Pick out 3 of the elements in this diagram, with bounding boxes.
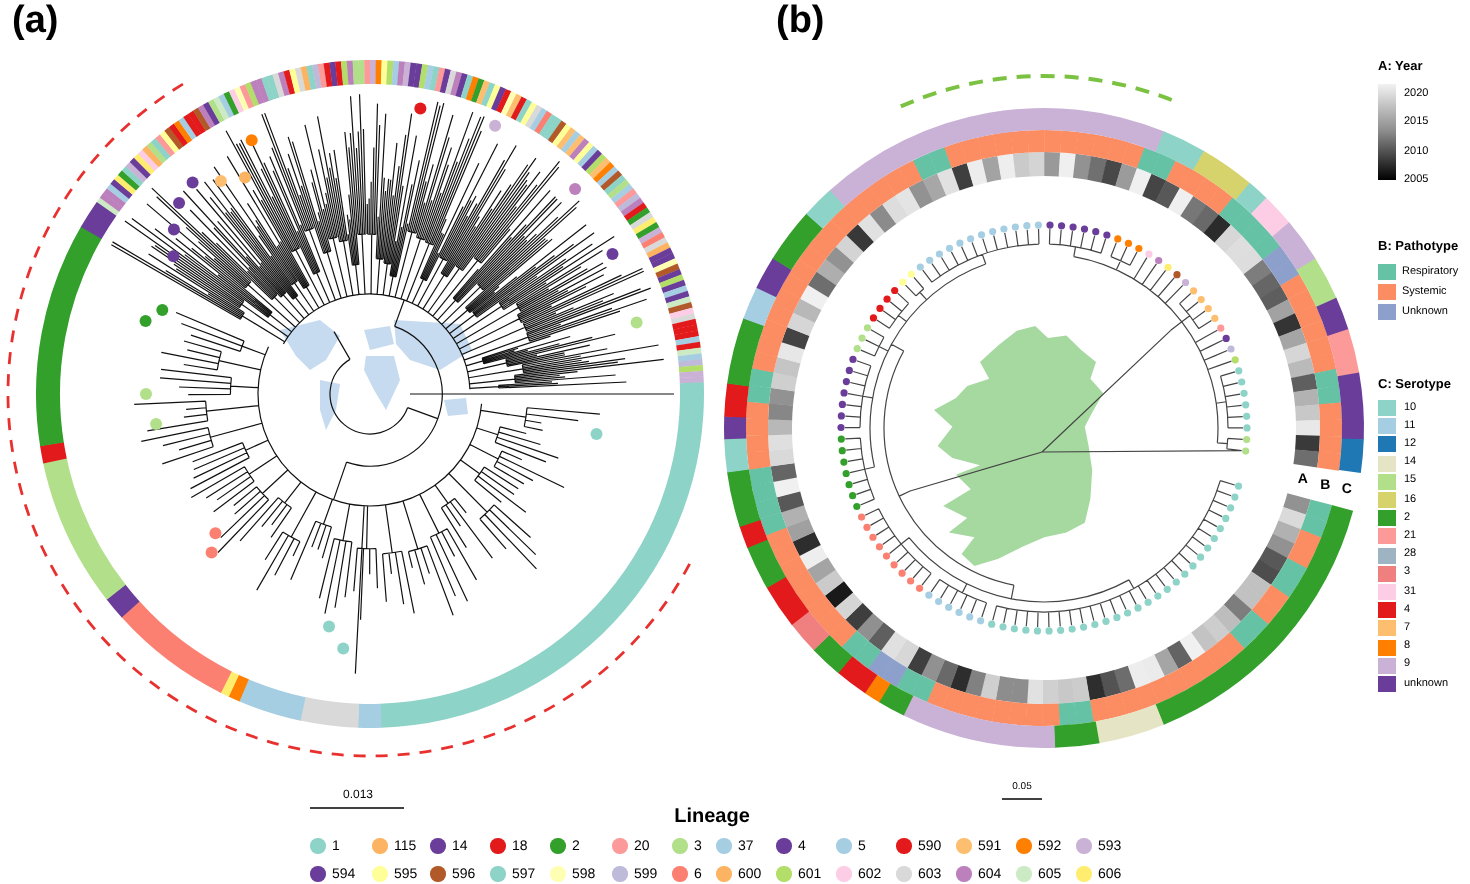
panel-label: (b) xyxy=(776,2,825,40)
legend-title: Lineage xyxy=(674,808,750,828)
panel-label: (a) xyxy=(12,2,59,40)
